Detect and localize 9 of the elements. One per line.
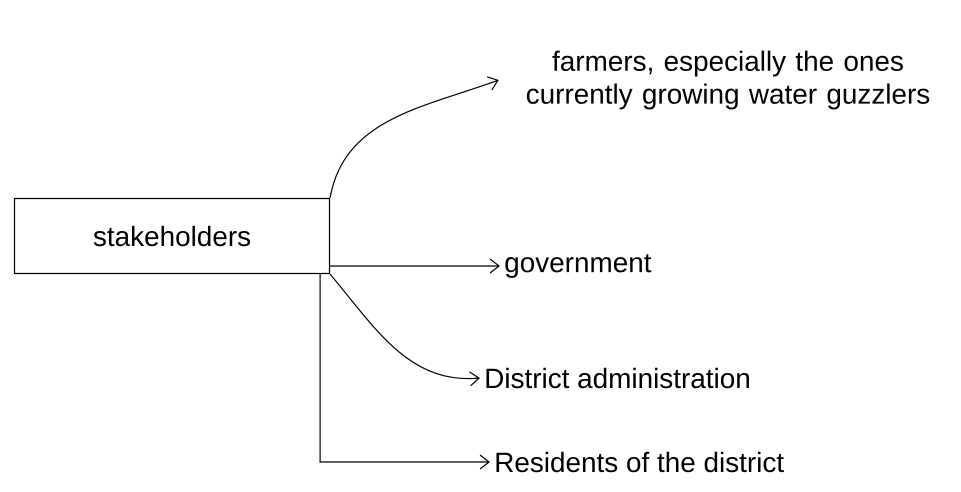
stakeholder-box: stakeholders [14, 198, 330, 274]
arrow [320, 274, 490, 470]
target-label: District administration [486, 368, 749, 388]
target-label: government [505, 254, 652, 278]
target-label: farmers, especially the ones currently growing water guzzlers [526, 50, 930, 110]
target-label: Residents of the district [496, 452, 784, 472]
arrow [330, 258, 500, 274]
arrow [330, 76, 499, 198]
arrow [330, 274, 480, 386]
